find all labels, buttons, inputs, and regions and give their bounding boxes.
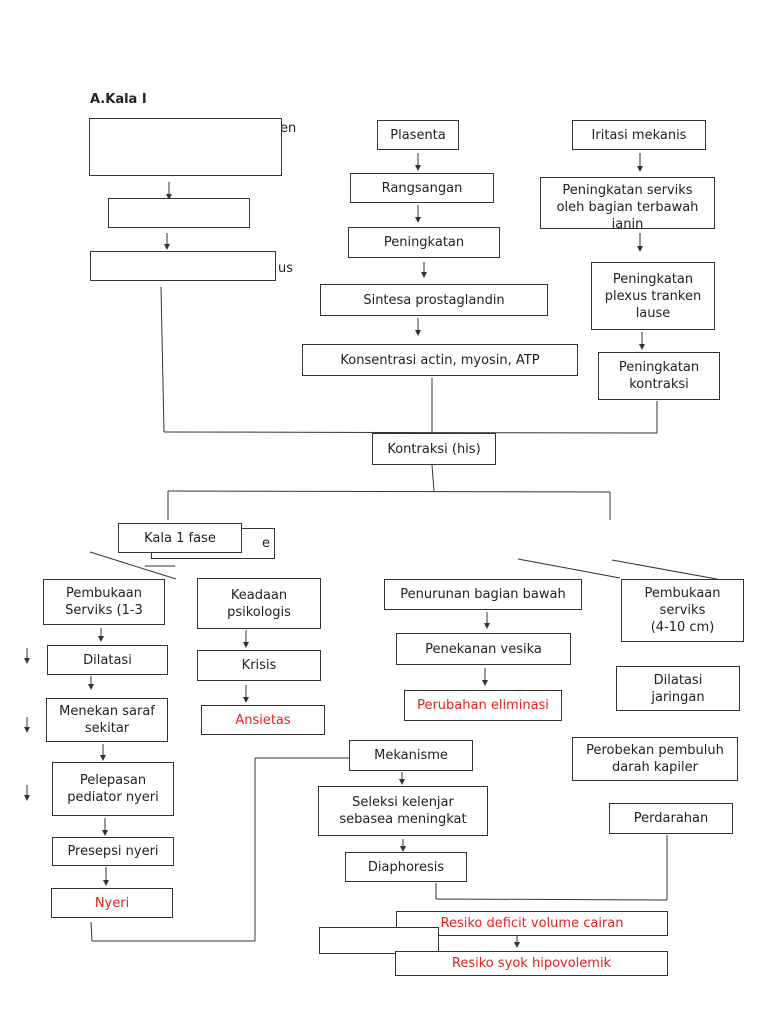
arrow-head [166, 194, 172, 200]
kontraksi-box: Kontraksi (his) [372, 433, 496, 465]
arrow-head [484, 623, 490, 629]
rangsangan-box: Rangsangan [350, 173, 494, 203]
arrow-head [415, 330, 421, 336]
perubahan-eliminasi-box: Perubahan eliminasi [404, 690, 562, 721]
kala-fase-box: Kala 1 fase [118, 523, 242, 553]
arrow-head [88, 684, 94, 690]
mekanisme-box: Mekanisme [349, 740, 473, 771]
connector-line [611, 559, 723, 581]
fragment-text: e [262, 536, 270, 551]
penurunan-box: Penurunan bagian bawah [384, 579, 582, 610]
plasenta-box: Plasenta [377, 120, 459, 150]
fragment-text: us [278, 261, 294, 276]
penekanan-box: Penekanan vesika [396, 633, 571, 665]
arrow-head [415, 165, 421, 171]
arrow-head [400, 846, 406, 852]
arrow-head [399, 779, 405, 785]
arrow-head [421, 272, 427, 278]
arrow-head [243, 697, 249, 703]
connector-line [435, 898, 668, 901]
peningkatan-serviks-box: Peningkatan serviks oleh bagian terbawah… [540, 177, 715, 229]
krisis-box: Krisis [197, 650, 321, 681]
arrow-head [24, 658, 30, 664]
connector-line [517, 558, 621, 579]
plexus-box: Peningkatan plexus tranken lause [591, 262, 715, 330]
arrow-head [164, 244, 170, 250]
perobekan-box: Perobekan pembuluh darah kapiler [572, 737, 738, 781]
empty-box [90, 251, 276, 281]
konsentrasi-box: Konsentrasi actin, myosin, ATP [302, 344, 578, 376]
connector-line [163, 431, 658, 434]
menekan-saraf-box: Menekan saraf sekitar [46, 698, 168, 742]
perdarahan-box: Perdarahan [609, 803, 733, 834]
arrow-head [243, 642, 249, 648]
pelepasan-box: Pelepasan pediator nyeri [52, 762, 174, 816]
iritasi-box: Iritasi mekanis [572, 120, 706, 150]
arrow-head [639, 344, 645, 350]
resiko-syok-box: Resiko syok hipovolemik [395, 951, 668, 976]
resiko-deficit-box: Resiko deficit volume cairan [396, 911, 668, 936]
connector-line [160, 286, 165, 433]
arrow-head [415, 217, 421, 223]
pembukaan-4-10-box: Pembukaan serviks (4-10 cm) [621, 579, 744, 642]
dilatasi-jaringan-box: Dilatasi jaringan [616, 666, 740, 711]
sintesa-box: Sintesa prostaglandin [320, 284, 548, 316]
arrow-head [24, 727, 30, 733]
empty-overlay-box [319, 927, 439, 954]
arrow-head [637, 246, 643, 252]
seleksi-box: Seleksi kelenjar sebasea meningkat [318, 786, 488, 836]
arrow-head [98, 636, 104, 642]
diagram-title: A.Kala I [90, 92, 147, 107]
dilatasi-box: Dilatasi [47, 645, 168, 675]
connector-line [431, 464, 435, 492]
diaphoresis-box: Diaphoresis [345, 852, 467, 882]
arrow-head [103, 880, 109, 886]
connector-line [89, 551, 177, 580]
keadaan-box: Keadaan psikologis [197, 578, 321, 629]
peningkatan-box: Peningkatan [348, 227, 500, 258]
presepsi-nyeri-box: Presepsi nyeri [52, 837, 174, 866]
connector-line [167, 490, 611, 493]
empty-box [108, 198, 250, 228]
ansietas-box: Ansietas [201, 705, 325, 735]
fragment-text: en [280, 121, 297, 136]
connector-line [90, 921, 93, 942]
empty-box [89, 118, 282, 176]
arrow-head [100, 755, 106, 761]
pembukaan-1-3-box: Pembukaan Serviks (1-3 [43, 579, 165, 625]
arrow-head [102, 830, 108, 836]
arrow-head [24, 795, 30, 801]
nyeri-box: Nyeri [51, 888, 173, 918]
arrow-head [637, 166, 643, 172]
peningkatan-kontraksi-box: Peningkatan kontraksi [598, 352, 720, 400]
arrow-head [482, 680, 488, 686]
arrow-head [514, 942, 520, 948]
